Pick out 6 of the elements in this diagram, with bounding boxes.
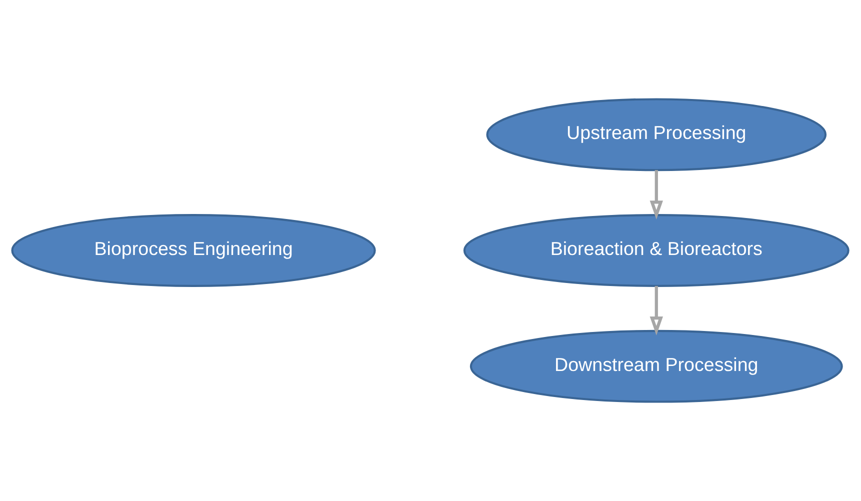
node-ellipse: Downstream Processing [470, 330, 843, 403]
node-ellipse: Bioprocess Engineering [11, 214, 376, 287]
node-ellipse: Bioreaction & Bioreactors [463, 214, 850, 287]
arrow [650, 286, 663, 336]
node-ellipse: Upstream Processing [486, 98, 827, 172]
arrow [650, 170, 663, 220]
